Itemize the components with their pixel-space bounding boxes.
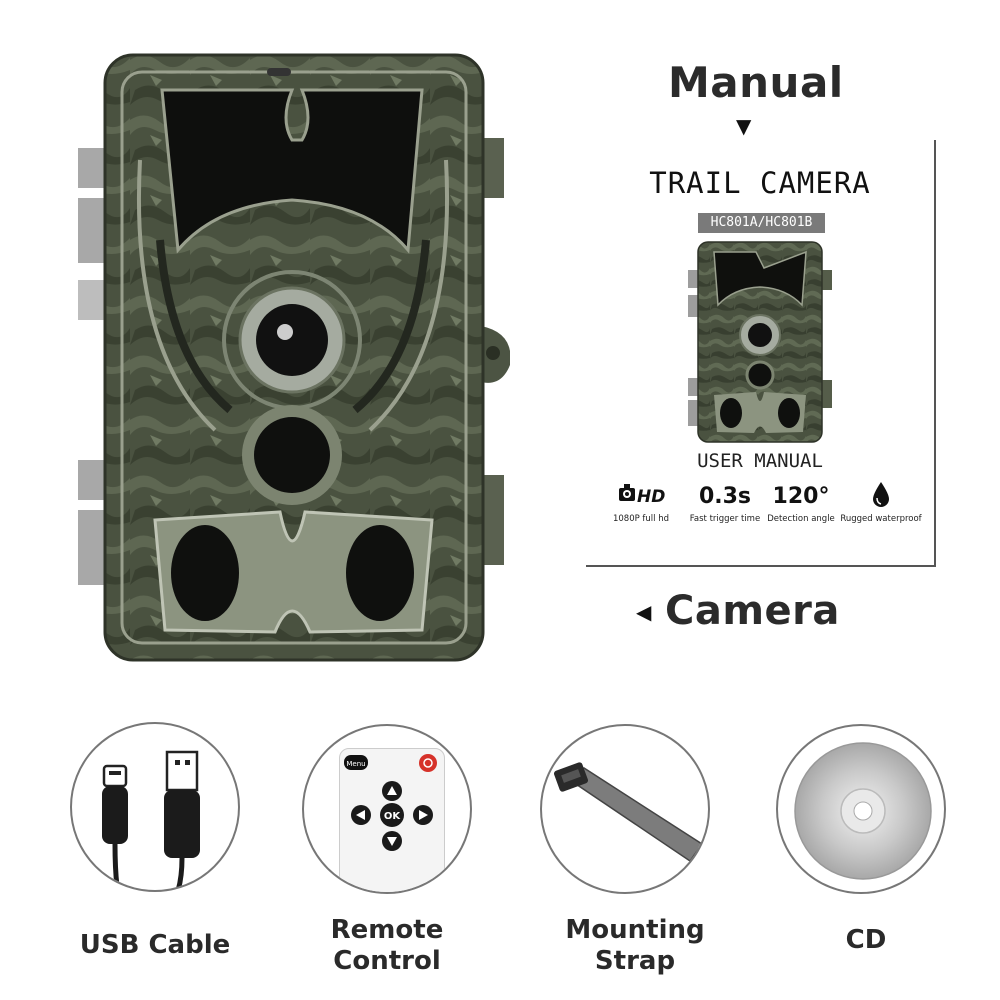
cd-label: CD — [845, 925, 887, 955]
trail-camera-image — [70, 50, 511, 670]
spec-value: 0.3s — [698, 484, 752, 509]
spec-value: 120° — [772, 484, 830, 509]
usb-cable-label: USB Cable — [79, 930, 231, 960]
model-badge: HC801A/HC801B — [698, 213, 825, 233]
water-drop-icon — [836, 480, 926, 514]
svg-text:Menu: Menu — [346, 760, 365, 768]
remote-control-label: Remote Control — [330, 915, 444, 976]
arrow-down-icon: ▼ — [736, 114, 752, 138]
mounting-strap-label: Mounting Strap — [565, 915, 705, 976]
manual-heading: Manual — [668, 58, 844, 107]
hd-camera-icon: HD — [596, 480, 686, 514]
svg-text:OK: OK — [384, 811, 402, 822]
spec-trigger: 0.3s Fast trigger time — [680, 480, 770, 525]
cd-item — [776, 724, 946, 894]
spec-caption: Rugged waterproof — [840, 514, 922, 524]
spec-caption: 1080P full hd — [612, 514, 670, 524]
remote-control-item: Menu OK — [302, 724, 472, 894]
svg-text:HD: HD — [637, 487, 665, 507]
cd-icon — [794, 742, 932, 880]
spec-resolution: HD 1080P full hd — [596, 480, 686, 525]
arrow-left-icon: ◀ — [636, 600, 652, 624]
remote-control-icon: Menu OK — [339, 748, 445, 892]
spec-angle: 120° Detection angle — [756, 480, 846, 525]
camera-heading: Camera — [665, 588, 840, 634]
user-manual-label: USER MANUAL — [697, 450, 823, 472]
spec-waterproof: Rugged waterproof — [836, 480, 926, 525]
camera-thumbnail — [686, 240, 834, 445]
strap-icon — [553, 762, 704, 863]
spec-caption: Fast trigger time — [689, 514, 761, 524]
manual-title: TRAIL CAMERA — [649, 166, 871, 200]
usb-cable-icon — [102, 750, 200, 890]
usb-cable-item — [70, 722, 240, 892]
manual-cover: TRAIL CAMERA HC801A/HC801B — [586, 140, 936, 567]
mounting-strap-item — [540, 724, 710, 894]
spec-caption: Detection angle — [767, 514, 835, 524]
